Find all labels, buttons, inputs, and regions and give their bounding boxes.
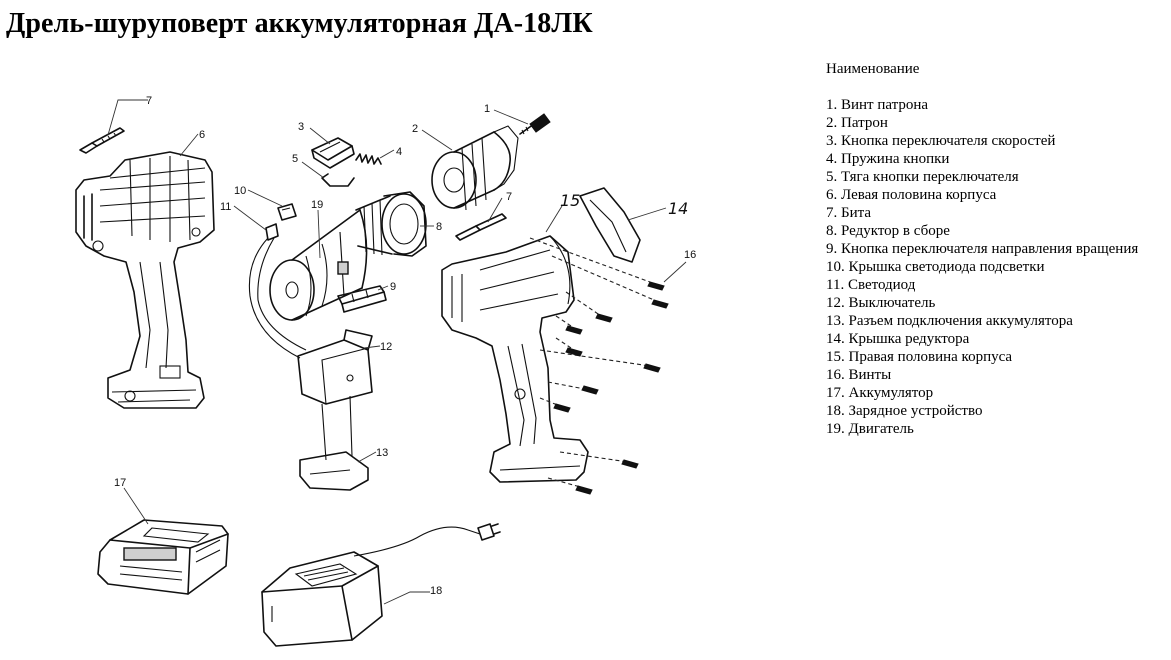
part-led <box>248 223 307 359</box>
callout-8: 8 <box>436 221 442 233</box>
callout-4: 4 <box>396 146 402 158</box>
legend-item: 8. Редуктор в сборе <box>826 223 950 239</box>
callout-19: 19 <box>311 199 323 211</box>
legend-item: 14. Крышка редуктора <box>826 331 970 347</box>
leader-16 <box>663 261 687 283</box>
legend-item: 12. Выключатель <box>826 295 936 311</box>
part-speed-button <box>311 137 355 169</box>
part-motor <box>269 209 368 321</box>
legend-item: 10. Крышка светодиода подсветки <box>826 259 1045 275</box>
legend-item: 4. Пружина кнопки <box>826 151 950 167</box>
part-button-spring <box>355 153 382 165</box>
leader-2 <box>421 129 453 151</box>
leader-3 <box>309 127 331 145</box>
part-battery-connector <box>299 395 369 491</box>
callout-5: 5 <box>292 153 298 165</box>
leader-13 <box>357 451 377 463</box>
callout-6: 6 <box>199 129 205 141</box>
part-gearbox-cover <box>579 187 641 263</box>
callout-3: 3 <box>298 121 304 133</box>
callout-16: 16 <box>684 249 696 261</box>
part-charger <box>261 523 501 647</box>
callout-7a: 7 <box>146 95 152 107</box>
callout-1: 1 <box>484 103 490 115</box>
leader-11 <box>233 205 267 231</box>
legend-item: 15. Правая половина корпуса <box>826 349 1013 365</box>
legend-item: 3. Кнопка переключателя скоростей <box>826 133 1056 149</box>
page-title: Дрель-шуруповерт аккумуляторная ДА-18ЛК <box>6 8 593 39</box>
part-screws <box>529 237 669 495</box>
legend-item: 16. Винты <box>826 367 892 383</box>
leader-6 <box>179 133 199 157</box>
callout-14: 14 <box>668 199 688 218</box>
callout-15: 15 <box>560 191 580 210</box>
leader-14 <box>627 207 667 221</box>
leader-12 <box>363 345 381 349</box>
leader-17 <box>123 487 149 525</box>
callout-13: 13 <box>376 447 388 459</box>
leader-10 <box>247 189 283 207</box>
legend-item: 13. Разъем подключения аккумулятора <box>826 313 1073 329</box>
leader-18 <box>383 591 430 605</box>
exploded-view-diagram: 7 6 3 4 5 1 <box>75 95 696 647</box>
leader-15 <box>545 205 563 233</box>
part-gearbox <box>355 191 427 257</box>
legend-item: 17. Аккумулятор <box>826 385 934 401</box>
part-led-cover <box>277 203 297 221</box>
legend-item: 1. Винт патрона <box>826 97 929 113</box>
parts-legend: Наименование 1. Винт патрона 2. Патрон 3… <box>826 60 1138 438</box>
part-switch-rod <box>321 173 355 187</box>
legend-item: 9. Кнопка переключателя направления вращ… <box>826 241 1139 257</box>
part-bit-left <box>79 127 125 154</box>
legend-item: 7. Бита <box>826 205 872 221</box>
callout-10: 10 <box>234 185 246 197</box>
leader-4 <box>379 149 395 159</box>
legend-item: 2. Патрон <box>826 115 888 131</box>
leader-9 <box>377 285 389 291</box>
legend-item: 5. Тяга кнопки переключателя <box>826 169 1019 185</box>
callout-11: 11 <box>220 201 231 213</box>
callout-12: 12 <box>380 341 392 353</box>
legend-item: 18. Зарядное устройство <box>826 403 983 419</box>
leader-1 <box>493 109 529 125</box>
leader-5 <box>301 161 325 179</box>
legend-list: 1. Винт патрона 2. Патрон 3. Кнопка пере… <box>826 96 1138 438</box>
part-direction-switch <box>337 285 387 313</box>
part-bit-right <box>455 213 507 241</box>
part-housing-left <box>75 151 215 409</box>
part-trigger-switch <box>297 329 373 405</box>
callout-9: 9 <box>390 281 396 293</box>
callout-18: 18 <box>430 585 442 597</box>
part-battery <box>97 519 229 595</box>
leader-7b <box>487 197 503 223</box>
legend-item: 6. Левая половина корпуса <box>826 187 997 203</box>
part-chuck <box>431 125 519 211</box>
leader-19 <box>317 209 321 259</box>
legend-item: 11. Светодиод <box>826 277 916 293</box>
legend-heading: Наименование <box>826 61 920 77</box>
part-housing-right <box>441 235 589 483</box>
callout-2: 2 <box>412 123 418 135</box>
part-chuck-screw <box>519 113 551 135</box>
callout-17: 17 <box>114 477 126 489</box>
callout-7b: 7 <box>506 191 512 203</box>
leader-7a <box>107 99 148 136</box>
legend-item: 19. Двигатель <box>826 421 914 437</box>
